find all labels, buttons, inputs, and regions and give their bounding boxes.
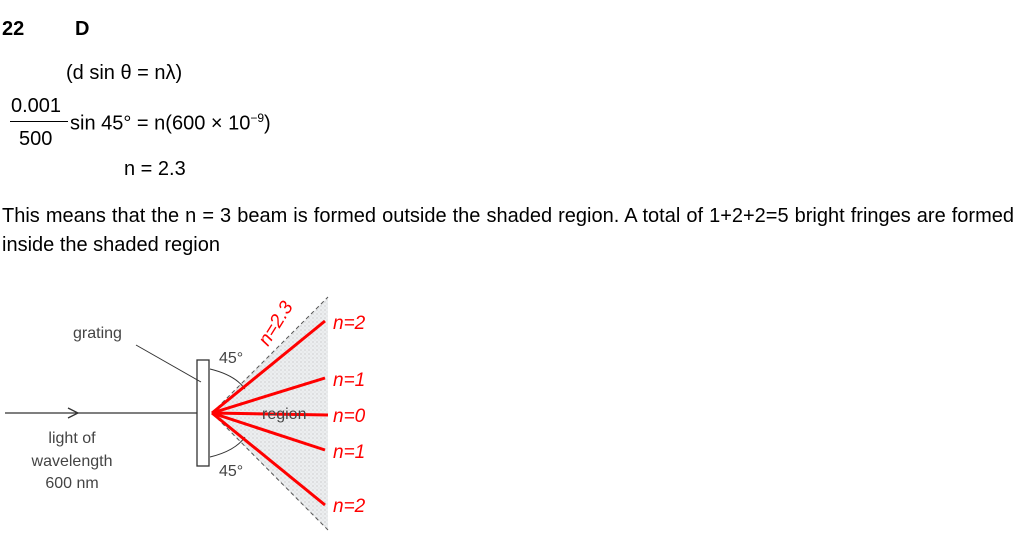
grating: [196, 359, 210, 467]
order-line: [211, 411, 329, 417]
grating-pointer: [135, 344, 202, 383]
result: n = 2.3: [124, 158, 186, 180]
angle-top-label: 45°: [219, 350, 243, 367]
substitution: sin 45° = n(600 × 10−9): [70, 111, 271, 136]
order-line: [211, 411, 326, 452]
formula: (d sin θ = nλ): [66, 62, 183, 84]
light-label-line2: wavelength: [31, 453, 113, 470]
close-paren: ): [264, 112, 271, 135]
question-number: 22: [2, 18, 25, 40]
order-label: n=2: [333, 313, 366, 334]
light-label-line3: 600 nm: [45, 475, 98, 492]
order-label: n=1: [333, 442, 365, 463]
light-label-line1: light of: [48, 430, 96, 447]
exponent: −9: [250, 111, 265, 125]
answer-letter: D: [75, 18, 90, 40]
fraction-bar: [10, 121, 68, 122]
diffraction-orders: [211, 319, 329, 507]
limit-line-top: [211, 296, 329, 414]
substitution-text: sin 45° = n(600 × 10: [70, 112, 251, 135]
arrow-icon: [67, 407, 80, 419]
fraction-denominator: 500: [19, 128, 53, 150]
grating-label: grating: [73, 325, 122, 342]
order-label: n=1: [333, 370, 365, 391]
angle-bottom-label: 45°: [219, 463, 243, 480]
fraction-numerator: 0.001: [11, 95, 62, 117]
order-line: [211, 376, 326, 415]
order-line: [211, 319, 326, 415]
order-label: n=2: [333, 496, 366, 517]
explanation: This means that the n = 3 beam is formed…: [2, 205, 1014, 256]
order-line: [211, 411, 326, 507]
region-label: region: [262, 406, 306, 423]
order-label: n=0: [333, 406, 366, 427]
diffraction-diagram: grating light of wavelength 600 nm 45° 4…: [5, 296, 366, 531]
